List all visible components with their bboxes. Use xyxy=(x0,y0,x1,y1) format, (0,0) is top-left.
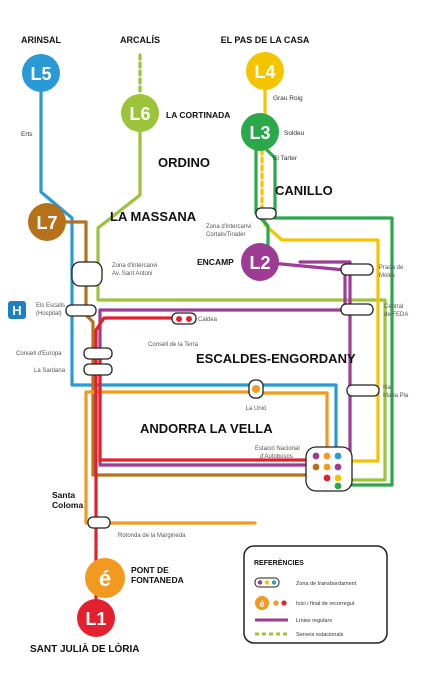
transfer-cortals[interactable] xyxy=(255,207,277,220)
line-l3-main xyxy=(263,146,394,487)
badge-l1[interactable]: L1 xyxy=(77,599,115,637)
legend-start-end: Inici i final de recorregut xyxy=(296,601,355,607)
transfer-prada[interactable] xyxy=(340,263,374,276)
label-sant-julia: SANT JULIÀ DE LÒRIA xyxy=(30,642,139,655)
line-l2-west xyxy=(98,260,347,467)
line-l1 xyxy=(94,316,192,602)
svg-text:H: H xyxy=(12,303,21,318)
label-escaldes: ESCALDES-ENGORDANY xyxy=(196,351,356,366)
place-labels: ARINSAL ARCALÍS EL PAS DE LA CASA LA COR… xyxy=(21,35,356,655)
transfer-rotonda[interactable] xyxy=(87,516,111,529)
transfer-sant-antoni[interactable] xyxy=(71,261,103,287)
label-andorra-la-vella: ANDORRA LA VELLA xyxy=(140,421,273,436)
transfer-points xyxy=(65,207,380,529)
transfer-consell-europa[interactable] xyxy=(83,347,113,360)
badge-l5[interactable]: L5 xyxy=(22,54,60,92)
transfer-na-maria[interactable] xyxy=(346,384,380,397)
line-l2 xyxy=(298,260,352,472)
stop-la-unio: La Unió xyxy=(246,406,267,412)
stop-na-maria-1: Na xyxy=(383,385,391,391)
stop-soldeu: Soldeu xyxy=(284,130,305,137)
stop-central-1: Central xyxy=(384,304,403,310)
stop-la-sardana: La Sardana xyxy=(34,368,66,374)
svg-text:L3: L3 xyxy=(249,123,270,143)
line-l6 xyxy=(96,126,387,482)
label-santa-coloma-2: Coloma xyxy=(52,500,83,510)
label-arinsal: ARINSAL xyxy=(21,35,62,45)
svg-text:L2: L2 xyxy=(249,253,270,273)
label-arcalis: ARCALÍS xyxy=(120,35,160,45)
svg-text:é: é xyxy=(99,566,111,591)
line-l4-main xyxy=(263,211,380,463)
stop-grau-roig: Grau Roig xyxy=(273,95,303,102)
label-canillo: CANILLO xyxy=(275,183,333,198)
svg-text:L1: L1 xyxy=(85,609,106,629)
label-ordino: ORDINO xyxy=(158,155,210,170)
badge-l7[interactable]: L7 xyxy=(28,203,66,241)
stop-zona-cortals-2: Cortals/Tirader xyxy=(206,232,245,238)
stop-na-maria-2: Maria Pla xyxy=(383,393,409,399)
stop-hospital-1: Els Escalls xyxy=(36,303,65,309)
svg-text:é: é xyxy=(259,599,264,609)
transfer-hospital[interactable] xyxy=(65,304,97,317)
stop-hospital-2: (Hospital) xyxy=(36,311,62,317)
transfer-dots xyxy=(176,316,342,490)
stop-zona-cortals-1: Zona d'intercanvi xyxy=(206,224,252,230)
line-badges: L5 L6 L4 L3 L7 L2 é L1 xyxy=(22,52,284,637)
label-la-massana: LA MASSANA xyxy=(110,209,197,224)
stop-prada-2: Moles xyxy=(379,273,395,279)
stop-caldea: Caldea xyxy=(198,317,218,323)
route-lines xyxy=(39,53,394,602)
badge-l2[interactable]: L2 xyxy=(241,243,279,281)
transfer-la-sardana[interactable] xyxy=(83,363,113,376)
stop-estacio-2: d'Autobusos xyxy=(260,454,293,460)
stop-labels: Grau Roig Soldeu El Tarter Erts Zona d'i… xyxy=(16,95,409,539)
svg-text:L6: L6 xyxy=(129,104,150,124)
stop-consell-terra: Consell de la Terra xyxy=(148,342,199,348)
stop-prada-1: Prada de xyxy=(379,265,404,271)
line-l7 xyxy=(62,220,314,477)
label-la-cortinada: LA CORTINADA xyxy=(166,110,230,120)
legend: REFERÈNCIES Zona de transbordament é Ini… xyxy=(243,545,388,644)
stop-central-2: de FEDA xyxy=(384,312,408,318)
badge-l6[interactable]: L6 xyxy=(121,94,159,132)
stop-zona-sant-antoni-1: Zona d'intercanvi xyxy=(112,263,158,269)
transfer-caldea[interactable] xyxy=(171,312,197,325)
legend-transfer: Zona de transbordament xyxy=(296,581,357,587)
label-encamp: ENCAMP xyxy=(197,257,234,267)
stop-consell-europa: Consell d'Europa xyxy=(16,351,62,357)
legend-regular: Línies regulars xyxy=(296,618,332,624)
badge-l4[interactable]: L4 xyxy=(246,52,284,90)
stop-el-tarter: El Tarter xyxy=(273,155,298,162)
legend-seasonal: Serveis estacionals xyxy=(296,632,344,638)
label-pont-1: PONT DE xyxy=(131,565,169,575)
svg-text:L5: L5 xyxy=(30,64,51,84)
legend-title: REFERÈNCIES xyxy=(254,558,304,567)
stop-zona-sant-antoni-2: Av. Sant Antoni xyxy=(112,271,152,277)
stop-rotonda: Rotonda de la Margineda xyxy=(118,533,186,539)
transfer-central[interactable] xyxy=(340,303,374,316)
label-pas-de-la-casa: EL PAS DE LA CASA xyxy=(221,35,310,45)
badge-e[interactable]: é xyxy=(85,558,125,598)
label-pont-2: FONTANEDA xyxy=(131,575,184,585)
svg-text:L7: L7 xyxy=(36,213,57,233)
label-santa-coloma-1: Santa xyxy=(52,490,75,500)
svg-text:L4: L4 xyxy=(254,62,275,82)
line-l5 xyxy=(39,90,338,457)
stop-erts: Erts xyxy=(21,131,33,138)
badge-l3[interactable]: L3 xyxy=(241,113,279,151)
hospital-icon: H xyxy=(8,301,26,319)
line-l1-center xyxy=(98,348,314,462)
stop-estacio-1: Estació Nacional xyxy=(255,446,300,452)
